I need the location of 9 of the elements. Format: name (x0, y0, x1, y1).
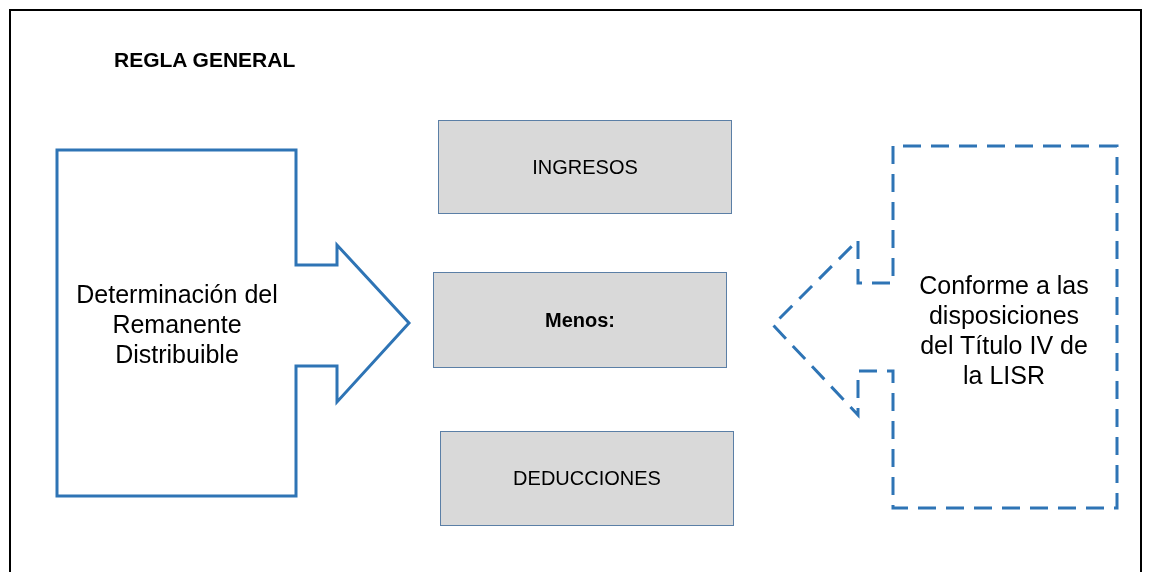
callout-text: Determinación del Remanente Distribuible (75, 279, 279, 369)
box-label: INGRESOS (532, 155, 638, 179)
box-label: DEDUCCIONES (513, 467, 661, 490)
process-box (438, 120, 732, 214)
title: REGLA GENERAL (114, 48, 296, 72)
box-label: Menos: (545, 308, 615, 332)
callout-text: Conforme a las disposiciones del Título IV de la LISR (918, 270, 1090, 390)
process-box (440, 431, 734, 526)
process-box (433, 272, 727, 368)
